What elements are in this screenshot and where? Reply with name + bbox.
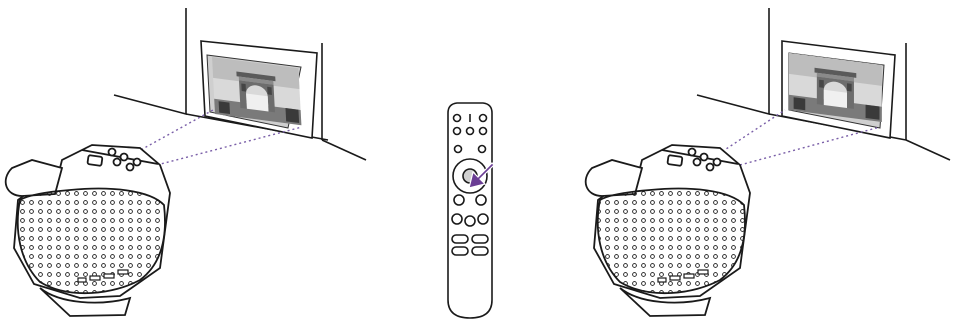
left-panel xyxy=(6,8,366,316)
projector-icon xyxy=(586,145,750,316)
projected-image xyxy=(201,41,317,138)
projected-image xyxy=(782,41,895,138)
right-panel xyxy=(586,8,950,316)
remote-control-icon xyxy=(448,103,492,318)
projector-icon xyxy=(6,145,170,316)
arc-de-triomphe-icon xyxy=(212,57,301,125)
arc-de-triomphe-icon xyxy=(789,53,882,122)
